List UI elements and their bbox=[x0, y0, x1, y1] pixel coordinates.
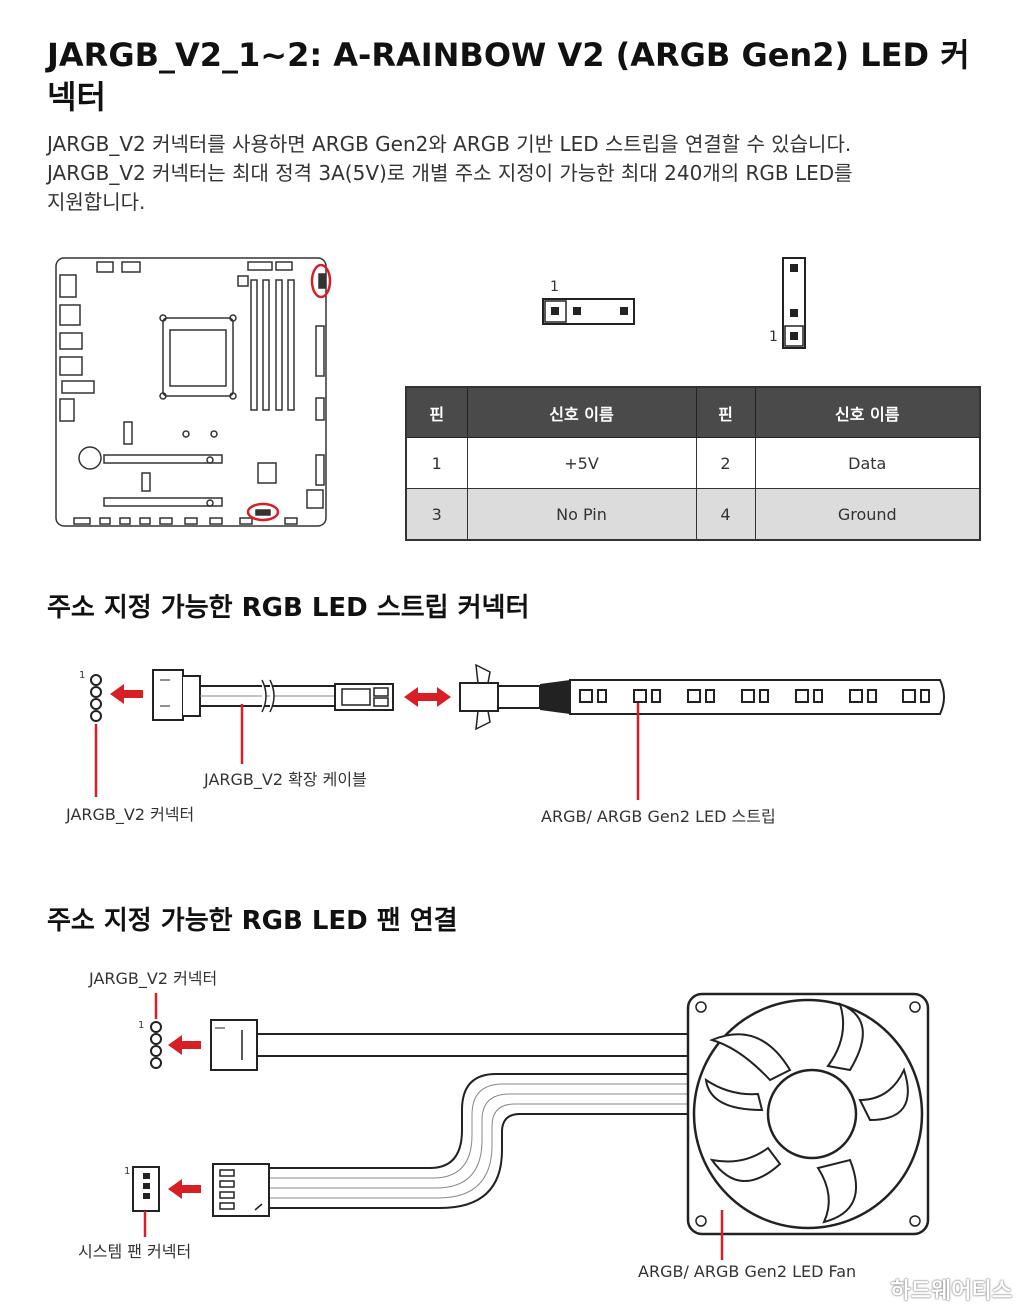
signal-name: No Pin bbox=[466, 488, 697, 541]
header-highlight-top bbox=[310, 263, 332, 299]
pin-number: 2 bbox=[695, 437, 756, 489]
strip-pin1-label: 1 bbox=[79, 670, 86, 681]
horizontal-pin-header bbox=[542, 298, 635, 325]
fan-pin1-top-label: 1 bbox=[138, 1020, 145, 1031]
fan-blades bbox=[704, 1002, 909, 1224]
strip-connector-label: JARGB_V2 커넥터 bbox=[66, 805, 195, 824]
horizontal-pin1-label: 1 bbox=[550, 279, 559, 295]
pin-number: 3 bbox=[405, 488, 468, 541]
header-signal: 신호 이름 bbox=[754, 386, 981, 438]
description-line-3: 지원합니다. bbox=[47, 190, 146, 214]
led-chips bbox=[579, 689, 930, 703]
table-row: 3 No Pin 4 Ground bbox=[405, 488, 981, 541]
signal-name: Ground bbox=[754, 488, 981, 541]
led-fan-label: ARGB/ ARGB Gen2 LED Fan bbox=[638, 1262, 857, 1281]
description-line-2: JARGB_V2 커넥터는 최대 정격 3A(5V)로 개별 주소 지정이 가능… bbox=[47, 161, 853, 185]
header-signal: 신호 이름 bbox=[466, 386, 697, 438]
system-fan-connector-label: 시스템 팬 커넥터 bbox=[78, 1242, 192, 1261]
header-pin: 핀 bbox=[405, 386, 468, 438]
signal-name: Data bbox=[754, 437, 981, 489]
header-highlight-bottom bbox=[246, 502, 280, 522]
led-strip-label: ARGB/ ARGB Gen2 LED 스트립 bbox=[541, 807, 776, 826]
strip-section-heading: 주소 지정 가능한 RGB LED 스트립 커넥터 bbox=[47, 593, 530, 623]
pin-number: 1 bbox=[405, 437, 468, 489]
page-title: JARGB_V2_1~2: A-RAINBOW V2 (ARGB Gen2) L… bbox=[47, 36, 970, 116]
pin-table: 핀 신호 이름 핀 신호 이름 1 +5V 2 Data 3 No Pin 4 … bbox=[405, 386, 981, 541]
description: JARGB_V2 커넥터를 사용하면 ARGB Gen2와 ARGB 기반 LE… bbox=[47, 130, 1007, 217]
watermark: 하드웨어티스 bbox=[890, 1279, 1012, 1304]
vertical-pin1-label: 1 bbox=[769, 329, 778, 345]
table-row: 1 +5V 2 Data bbox=[405, 437, 981, 489]
fan-jargb-connector-label: JARGB_V2 커넥터 bbox=[89, 969, 218, 988]
fan-section-heading: 주소 지정 가능한 RGB LED 팬 연결 bbox=[47, 906, 458, 936]
description-line-1: JARGB_V2 커넥터를 사용하면 ARGB Gen2와 ARGB 기반 LE… bbox=[47, 132, 852, 156]
extension-cable-label: JARGB_V2 확장 케이블 bbox=[204, 770, 367, 789]
pin-table-header: 핀 신호 이름 핀 신호 이름 bbox=[405, 386, 981, 438]
fan-pin1-bottom-label: 1 bbox=[124, 1166, 131, 1177]
pin-number: 4 bbox=[695, 488, 756, 541]
header-pin: 핀 bbox=[695, 386, 756, 438]
vertical-pin-header bbox=[782, 257, 806, 349]
